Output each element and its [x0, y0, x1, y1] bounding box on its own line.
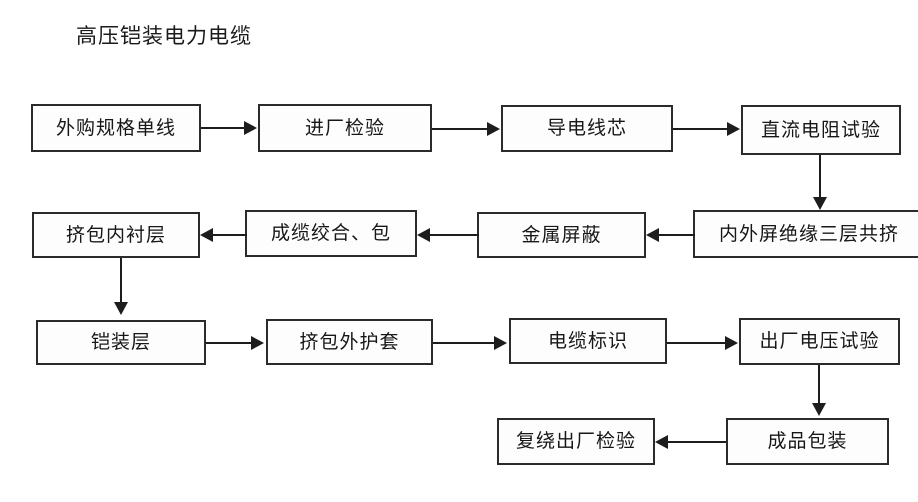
node-label: 外购规格单线 [55, 116, 176, 139]
node-label: 成缆绞合、包 [270, 222, 391, 244]
edge-n10-n11-line [433, 342, 495, 344]
node-extruded-outer-sheath[interactable]: 挤包外护套 [266, 319, 433, 365]
edge-n9-n10-arrowhead [251, 336, 264, 350]
edge-n5-n6-arrowhead [646, 228, 659, 242]
node-armor-layer[interactable]: 铠装层 [36, 320, 206, 365]
edge-n8-n9-line [120, 258, 122, 304]
node-label: 成品包装 [767, 430, 848, 452]
node-factory-voltage-test[interactable]: 出厂电压试验 [739, 318, 900, 365]
node-label: 复绕出厂检验 [515, 430, 636, 452]
node-conductive-core[interactable]: 导电线芯 [501, 105, 673, 152]
edge-n11-n12-line [667, 342, 726, 344]
edge-n9-n10-line [206, 342, 252, 344]
edge-n10-n11-arrowhead [494, 336, 507, 350]
edge-n13-n14-arrowhead [655, 435, 668, 449]
node-label: 铠装层 [90, 331, 151, 353]
node-label: 内外屏绝缘三层共挤 [718, 222, 899, 245]
node-finished-product-packaging[interactable]: 成品包装 [726, 418, 889, 465]
node-label: 出厂电压试验 [759, 330, 880, 352]
edge-n13-n14-line [668, 441, 726, 443]
node-rewinding-factory-inspection[interactable]: 复绕出厂检验 [497, 418, 655, 465]
edge-n5-n6-line [659, 234, 695, 236]
node-incoming-inspection[interactable]: 进厂检验 [258, 104, 432, 152]
edge-n7-n8-arrowhead [200, 228, 213, 242]
node-label: 挤包外护套 [299, 330, 400, 353]
page-title: 高压铠装电力电缆 [76, 24, 252, 48]
node-cabling-stranding-wrapping[interactable]: 成缆绞合、包 [245, 210, 417, 257]
edge-n4-n5-line [819, 155, 821, 199]
edge-n3-n4-arrowhead [727, 122, 740, 136]
node-label: 金属屏蔽 [521, 223, 602, 246]
edge-n6-n7-arrowhead [417, 228, 430, 242]
edge-n11-n12-arrowhead [725, 336, 738, 350]
edge-n6-n7-line [430, 234, 479, 236]
edge-n2-n3-arrowhead [487, 122, 500, 136]
edge-n1-n2-line [201, 127, 245, 129]
edge-n8-n9-arrowhead [114, 302, 128, 315]
node-triple-extrusion-insulation[interactable]: 内外屏绝缘三层共挤 [693, 210, 918, 258]
node-label: 直流电阻试验 [760, 118, 881, 141]
edge-n1-n2-arrowhead [244, 121, 257, 135]
edge-n7-n8-line [213, 234, 247, 236]
node-dc-resistance-test[interactable]: 直流电阻试验 [741, 105, 901, 155]
node-label: 导电线芯 [546, 117, 627, 139]
edge-n12-n13-line [818, 365, 820, 405]
node-extruded-inner-lining[interactable]: 挤包内衬层 [32, 212, 200, 258]
node-label: 挤包内衬层 [65, 223, 166, 246]
edge-n2-n3-line [432, 128, 488, 130]
node-metal-shielding[interactable]: 金属屏蔽 [477, 212, 646, 258]
node-label: 进厂检验 [304, 116, 385, 139]
edge-n3-n4-line [673, 128, 728, 130]
node-outsourced-spec-wire[interactable]: 外购规格单线 [31, 104, 201, 152]
node-label: 电缆标识 [547, 329, 628, 352]
edge-n12-n13-arrowhead [812, 403, 826, 416]
node-cable-marking[interactable]: 电缆标识 [509, 318, 667, 364]
edge-n4-n5-arrowhead [813, 197, 827, 210]
